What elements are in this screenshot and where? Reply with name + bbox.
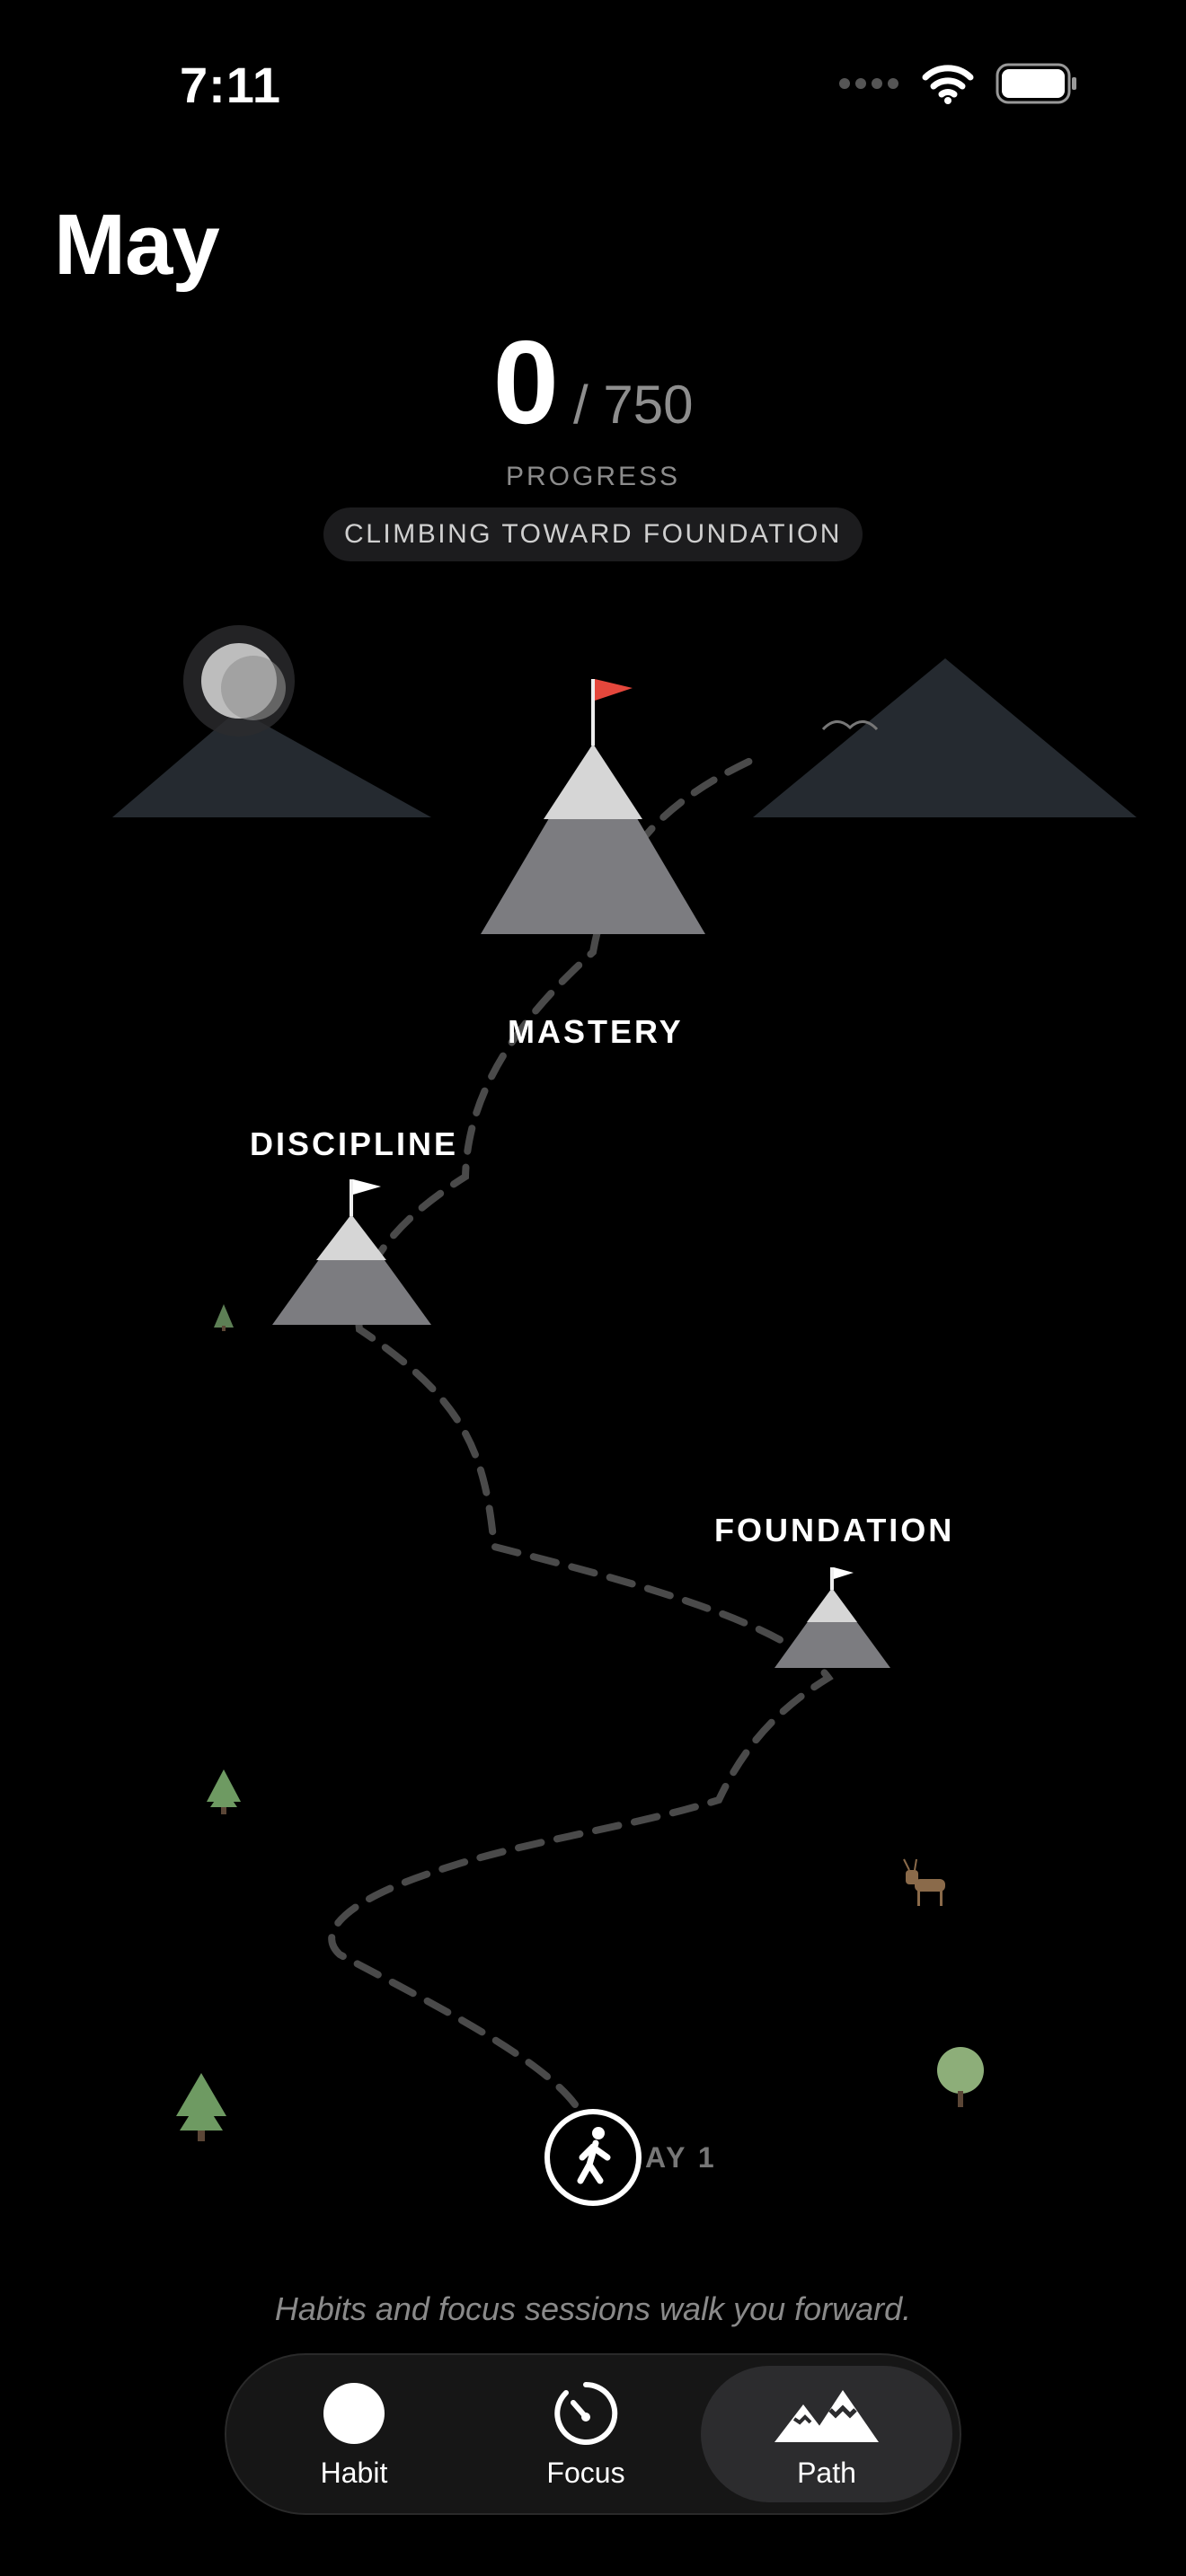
mountains-icon [774,2389,879,2442]
pine-tree-icon [214,1304,234,1331]
footer-hint: Habits and focus sessions walk you forwa… [274,2290,912,2327]
tab-path-label: Path [797,2456,856,2489]
status-icons [837,63,1078,104]
progress-status-badge: CLIMBING TOWARD FOUNDATION [323,507,863,561]
milestone-label-discipline: DISCIPLINE [250,1125,459,1162]
milestone-label-mastery: MASTERY [508,1013,684,1050]
tab-focus-label: Focus [546,2456,625,2489]
foundation-flag-icon [834,1567,854,1579]
start-day-label: AY 1 [645,2141,717,2174]
tab-habit-label: Habit [320,2456,388,2489]
foundation-mountain [774,1567,890,1668]
tab-bar: Habit Focus Path [225,2353,961,2515]
discipline-mountain [272,1179,431,1325]
circle-icon [323,2382,385,2444]
progress-label: PROGRESS [505,462,681,491]
tab-path[interactable]: Path [701,2366,952,2502]
wifi-icon [922,65,974,104]
pine-tree-icon [176,2073,226,2141]
tab-habit[interactable]: Habit [237,2366,471,2502]
tab-focus[interactable]: Focus [469,2366,703,2502]
status-time: 7:11 [180,57,281,113]
round-tree-icon [937,2047,984,2107]
progress-total: / 750 [572,375,694,435]
month-title: May [54,197,220,293]
progress-score: 0/ 750 [0,314,1186,450]
milestone-label-foundation: FOUNDATION [714,1512,955,1548]
walking-person-icon[interactable] [544,2109,642,2206]
far-mountain-left [112,710,431,817]
discipline-flag-icon [353,1179,381,1195]
mastery-mountain [481,679,705,934]
battery-icon [996,63,1076,104]
cellular-dots-icon [839,78,898,89]
deer-icon [903,1858,945,1906]
mastery-flag-icon [595,679,633,701]
pine-tree-icon [207,1769,241,1814]
bird-icon [821,720,879,731]
progress-current: 0 [492,316,559,448]
timer-icon [554,2381,618,2445]
far-mountain-right [753,658,1137,817]
moon-icon [183,625,295,737]
path-trail [328,753,834,2108]
